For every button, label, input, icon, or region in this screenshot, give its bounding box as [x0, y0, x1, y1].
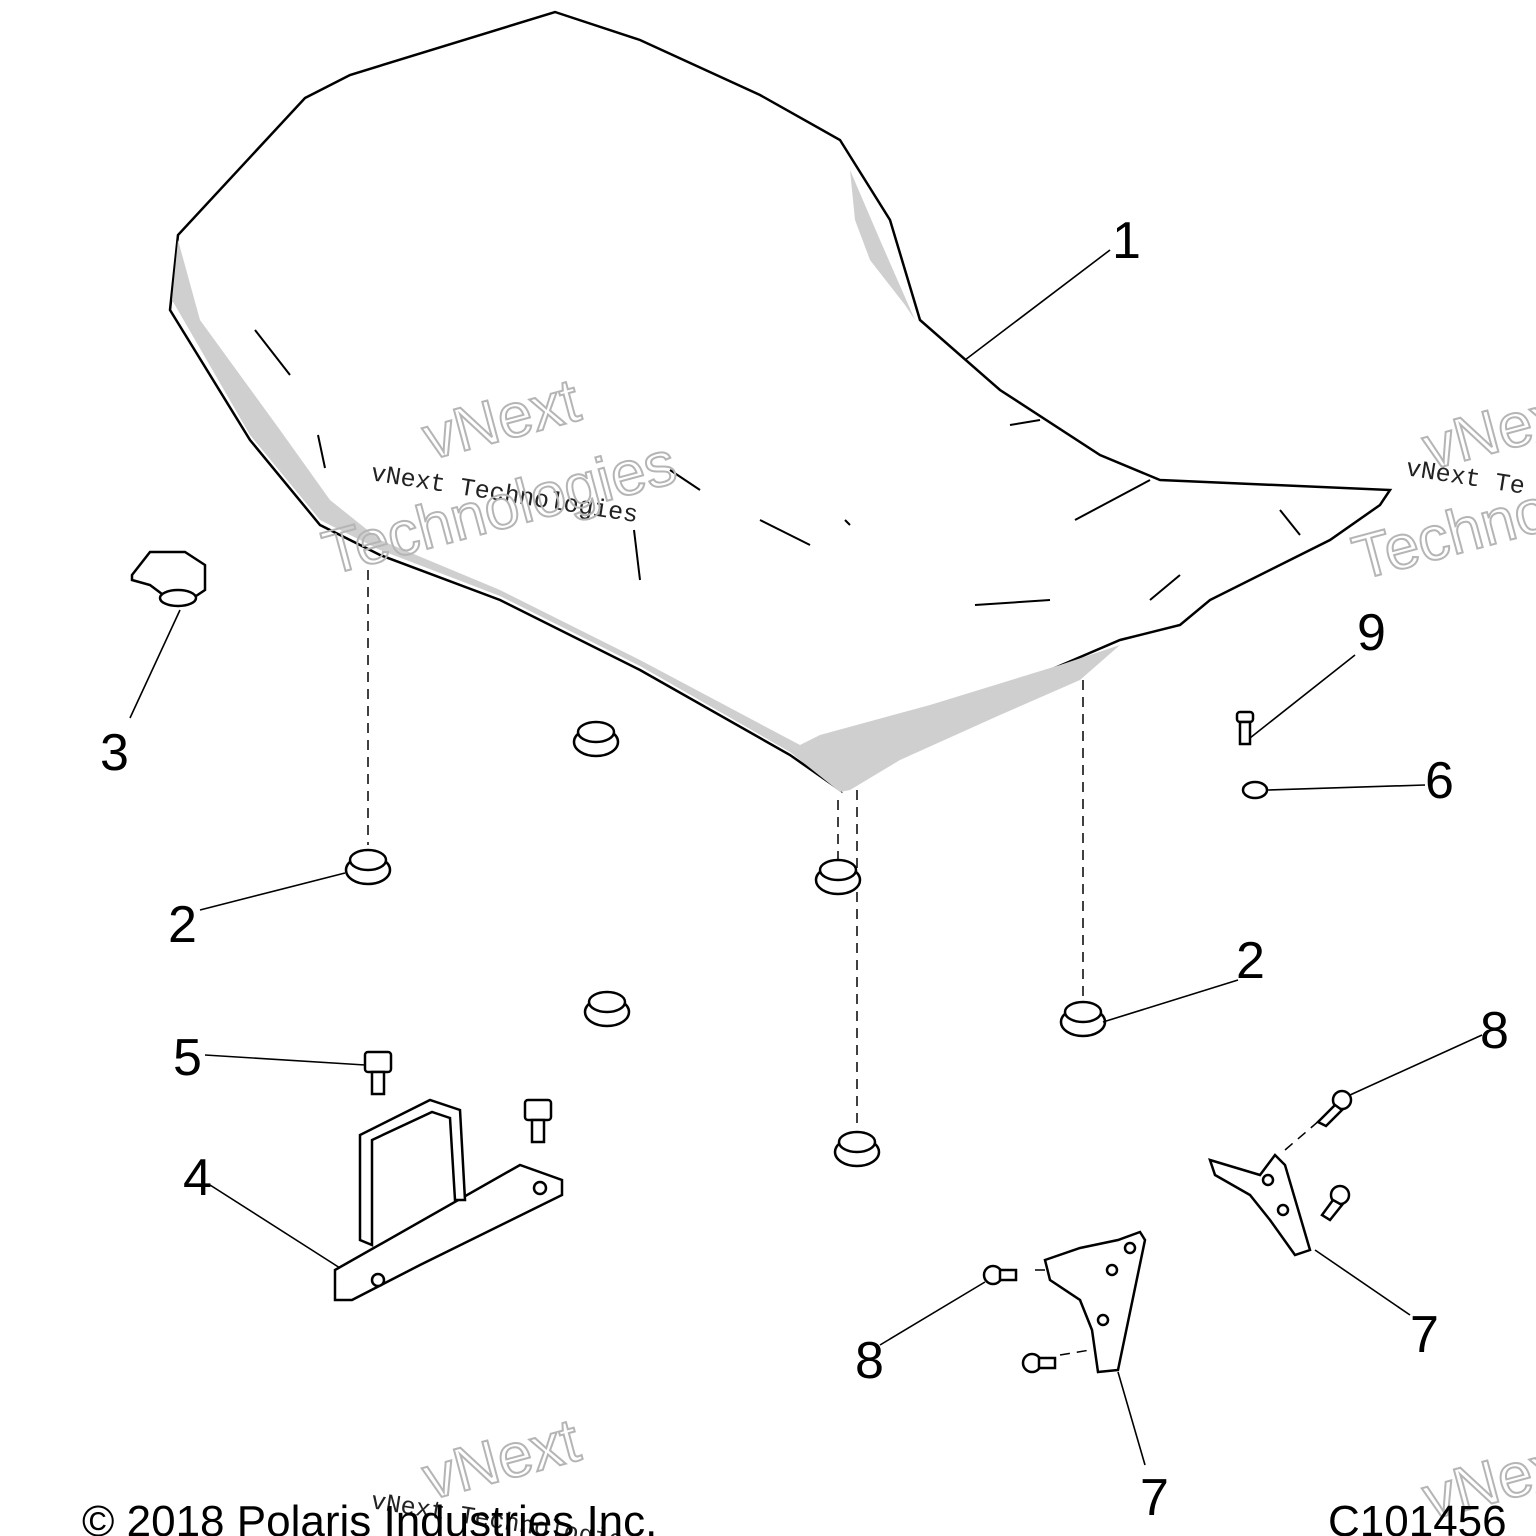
- drawing-number: C101456: [1328, 1497, 1507, 1536]
- leader-lines: [129, 249, 1483, 1466]
- copyright-text: © 2018 Polaris Industries Inc.: [82, 1497, 657, 1536]
- screw: [1320, 1184, 1351, 1222]
- bracket-part-4: [333, 1098, 564, 1302]
- screw: [1315, 1089, 1353, 1128]
- callout-7: 7: [1410, 1306, 1439, 1364]
- seat-part-1: [168, 10, 1393, 794]
- grommet: [583, 990, 631, 1028]
- watermark-text: vNext: [1416, 376, 1536, 484]
- grommet: [572, 720, 620, 758]
- grommets-part-2: [344, 720, 1107, 1168]
- bolt: [523, 1098, 553, 1144]
- alignment-lines: [367, 570, 1321, 1356]
- footer: © 2018 Polaris Industries Inc. C101456: [82, 1497, 1507, 1536]
- bracket-part-7-upper: [1208, 1153, 1312, 1257]
- screws-part-8: [982, 1089, 1353, 1374]
- callout-7: 7: [1140, 1469, 1169, 1527]
- grommet: [814, 858, 862, 896]
- washer-part-6: [1241, 780, 1269, 800]
- grommet: [344, 848, 392, 886]
- bolts-part-5: [363, 1050, 553, 1144]
- grommet: [833, 1130, 881, 1168]
- callout-labels: 1 2 2 3 4 5 6 7 7 8 8 9: [100, 212, 1509, 1527]
- screw: [1021, 1352, 1057, 1374]
- bolt: [363, 1050, 393, 1096]
- callout-8: 8: [855, 1332, 884, 1390]
- callout-4: 4: [183, 1149, 212, 1207]
- callout-5: 5: [173, 1029, 202, 1087]
- bracket-part-7-lower: [1043, 1230, 1147, 1374]
- grommet: [1059, 1000, 1107, 1038]
- screw-part-9: [1235, 710, 1255, 746]
- callout-2: 2: [1236, 932, 1265, 990]
- latch-part-3: [130, 550, 207, 608]
- callout-1: 1: [1112, 212, 1141, 270]
- callout-2: 2: [168, 896, 197, 954]
- screw: [982, 1264, 1018, 1286]
- callout-6: 6: [1425, 752, 1454, 810]
- callout-3: 3: [100, 724, 129, 782]
- callout-8: 8: [1480, 1002, 1509, 1060]
- callout-9: 9: [1357, 604, 1386, 662]
